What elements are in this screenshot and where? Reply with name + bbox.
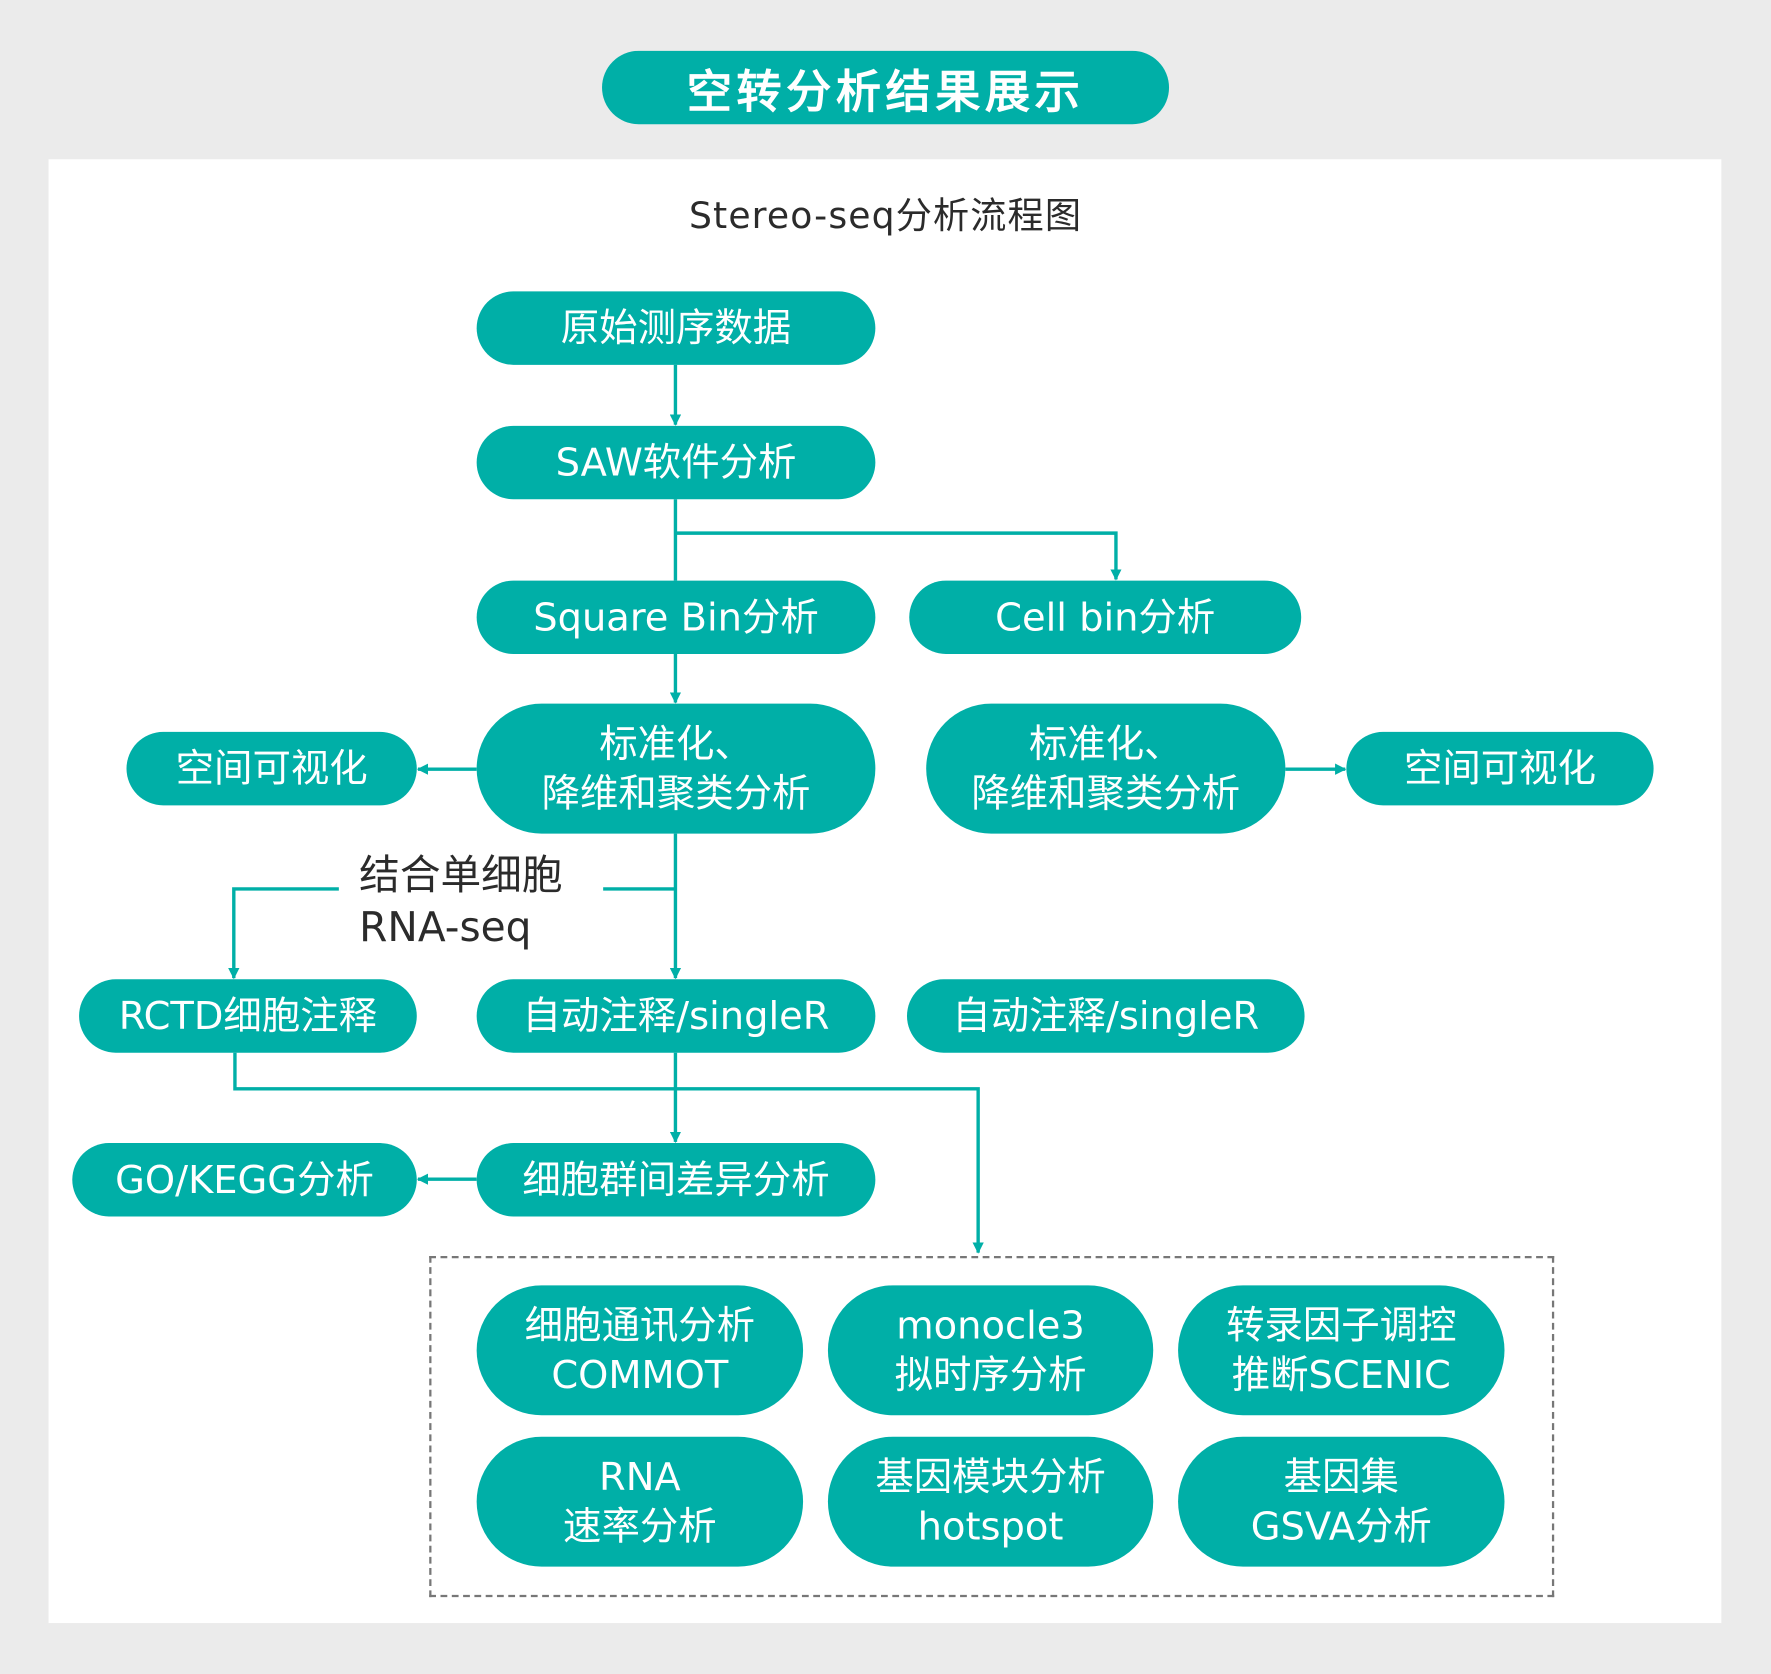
node-norm-left: 标准化、 降维和聚类分析 — [476, 703, 876, 834]
node-hotspot: 基因模块分析 hotspot — [827, 1436, 1154, 1567]
node-vis-right: 空间可视化 — [1346, 731, 1654, 806]
edge-label-scrna: 结合单细胞 RNA-seq — [359, 852, 563, 952]
node-auto-left: 自动注释/singleR — [476, 979, 876, 1053]
node-auto-right: 自动注释/singleR — [906, 979, 1305, 1053]
arrow-label-rctd — [228, 887, 339, 980]
node-monocle: monocle3 拟时序分析 — [827, 1285, 1154, 1416]
node-rctd: RCTD细胞注释 — [79, 979, 417, 1053]
arrow-saw-cellbin — [675, 531, 1122, 581]
node-commot: 细胞通讯分析 COMMOT — [476, 1285, 804, 1416]
node-saw: SAW软件分析 — [476, 425, 876, 500]
node-square-bin: Square Bin分析 — [476, 580, 876, 654]
node-scenic: 转录因子调控 推断SCENIC — [1178, 1285, 1505, 1416]
node-raw-data: 原始测序数据 — [476, 291, 876, 365]
node-diff: 细胞群间差异分析 — [476, 1143, 876, 1217]
node-vis-left: 空间可视化 — [126, 731, 417, 806]
node-gsva: 基因集 GSVA分析 — [1178, 1436, 1505, 1567]
downstream-analysis-group — [429, 1256, 1555, 1598]
page-title: 空转分析结果展示 — [602, 50, 1170, 125]
diagram-subtitle: Stereo-seq分析流程图 — [688, 194, 1083, 238]
arrow-rctd-group — [233, 1052, 984, 1254]
node-gokegg: GO/KEGG分析 — [72, 1143, 417, 1217]
node-cell-bin: Cell bin分析 — [909, 580, 1302, 654]
node-norm-right: 标准化、 降维和聚类分析 — [926, 703, 1286, 834]
node-velocity: RNA 速率分析 — [476, 1436, 804, 1567]
